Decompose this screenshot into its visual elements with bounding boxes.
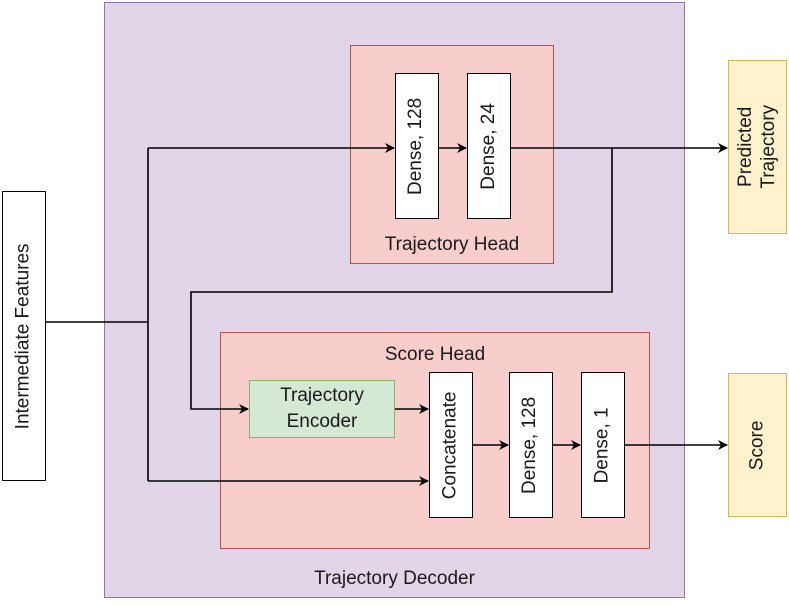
predicted-trajectory-output: Predicted Trajectory <box>728 60 787 234</box>
traj-dense-128-block: Dense, 128 <box>395 73 439 219</box>
trajectory-encoder-label-line2: Encoder <box>286 411 358 432</box>
score-dense-128-block: Dense, 128 <box>509 372 553 518</box>
trajectory-head-label: Trajectory Head <box>384 234 520 255</box>
feedback-loop-line <box>190 148 613 414</box>
trajectory-encoder-block: Trajectory Encoder <box>249 380 395 438</box>
score-head-label: Score Head <box>384 344 486 365</box>
score-output: Score <box>728 373 787 517</box>
traj-dense-24-block: Dense, 24 <box>467 73 511 219</box>
trajectory-head-container <box>350 45 554 264</box>
intermediate-features-block: Intermediate Features <box>2 191 46 481</box>
concatenate-block: Concatenate <box>429 372 473 518</box>
trajectory-encoder-label-line1: Trajectory <box>280 385 364 407</box>
trajectory-decoder-label: Trajectory Decoder <box>314 568 475 589</box>
score-dense-1-block: Dense, 1 <box>581 372 625 518</box>
